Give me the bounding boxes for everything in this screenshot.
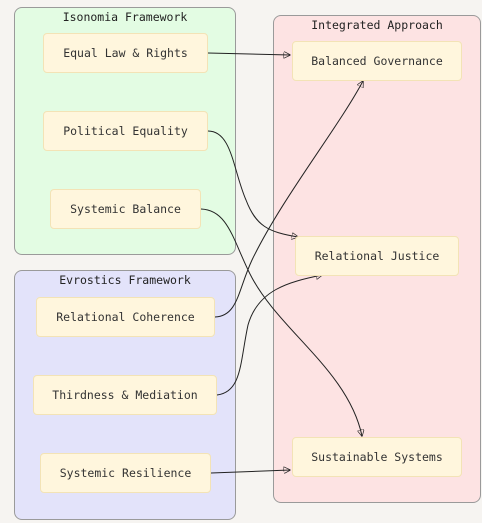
- node-sustainable-systems[interactable]: Sustainable Systems: [292, 437, 462, 477]
- integrated-approach-title: Integrated Approach: [311, 18, 443, 32]
- node-political-equality[interactable]: Political Equality: [43, 111, 208, 151]
- node-balanced-governance[interactable]: Balanced Governance: [292, 41, 462, 81]
- node-systemic-balance[interactable]: Systemic Balance: [50, 189, 201, 229]
- node-systemic-resilience[interactable]: Systemic Resilience: [40, 453, 211, 493]
- node-relational-coherence[interactable]: Relational Coherence: [36, 297, 215, 337]
- isonomia-framework-title: Isonomia Framework: [62, 10, 188, 24]
- node-equal-law-rights[interactable]: Equal Law & Rights: [43, 33, 208, 73]
- node-relational-justice[interactable]: Relational Justice: [295, 236, 459, 276]
- evrostics-framework-title: Evrostics Framework: [59, 273, 191, 287]
- node-thirdness-mediation[interactable]: Thirdness & Mediation: [33, 375, 217, 415]
